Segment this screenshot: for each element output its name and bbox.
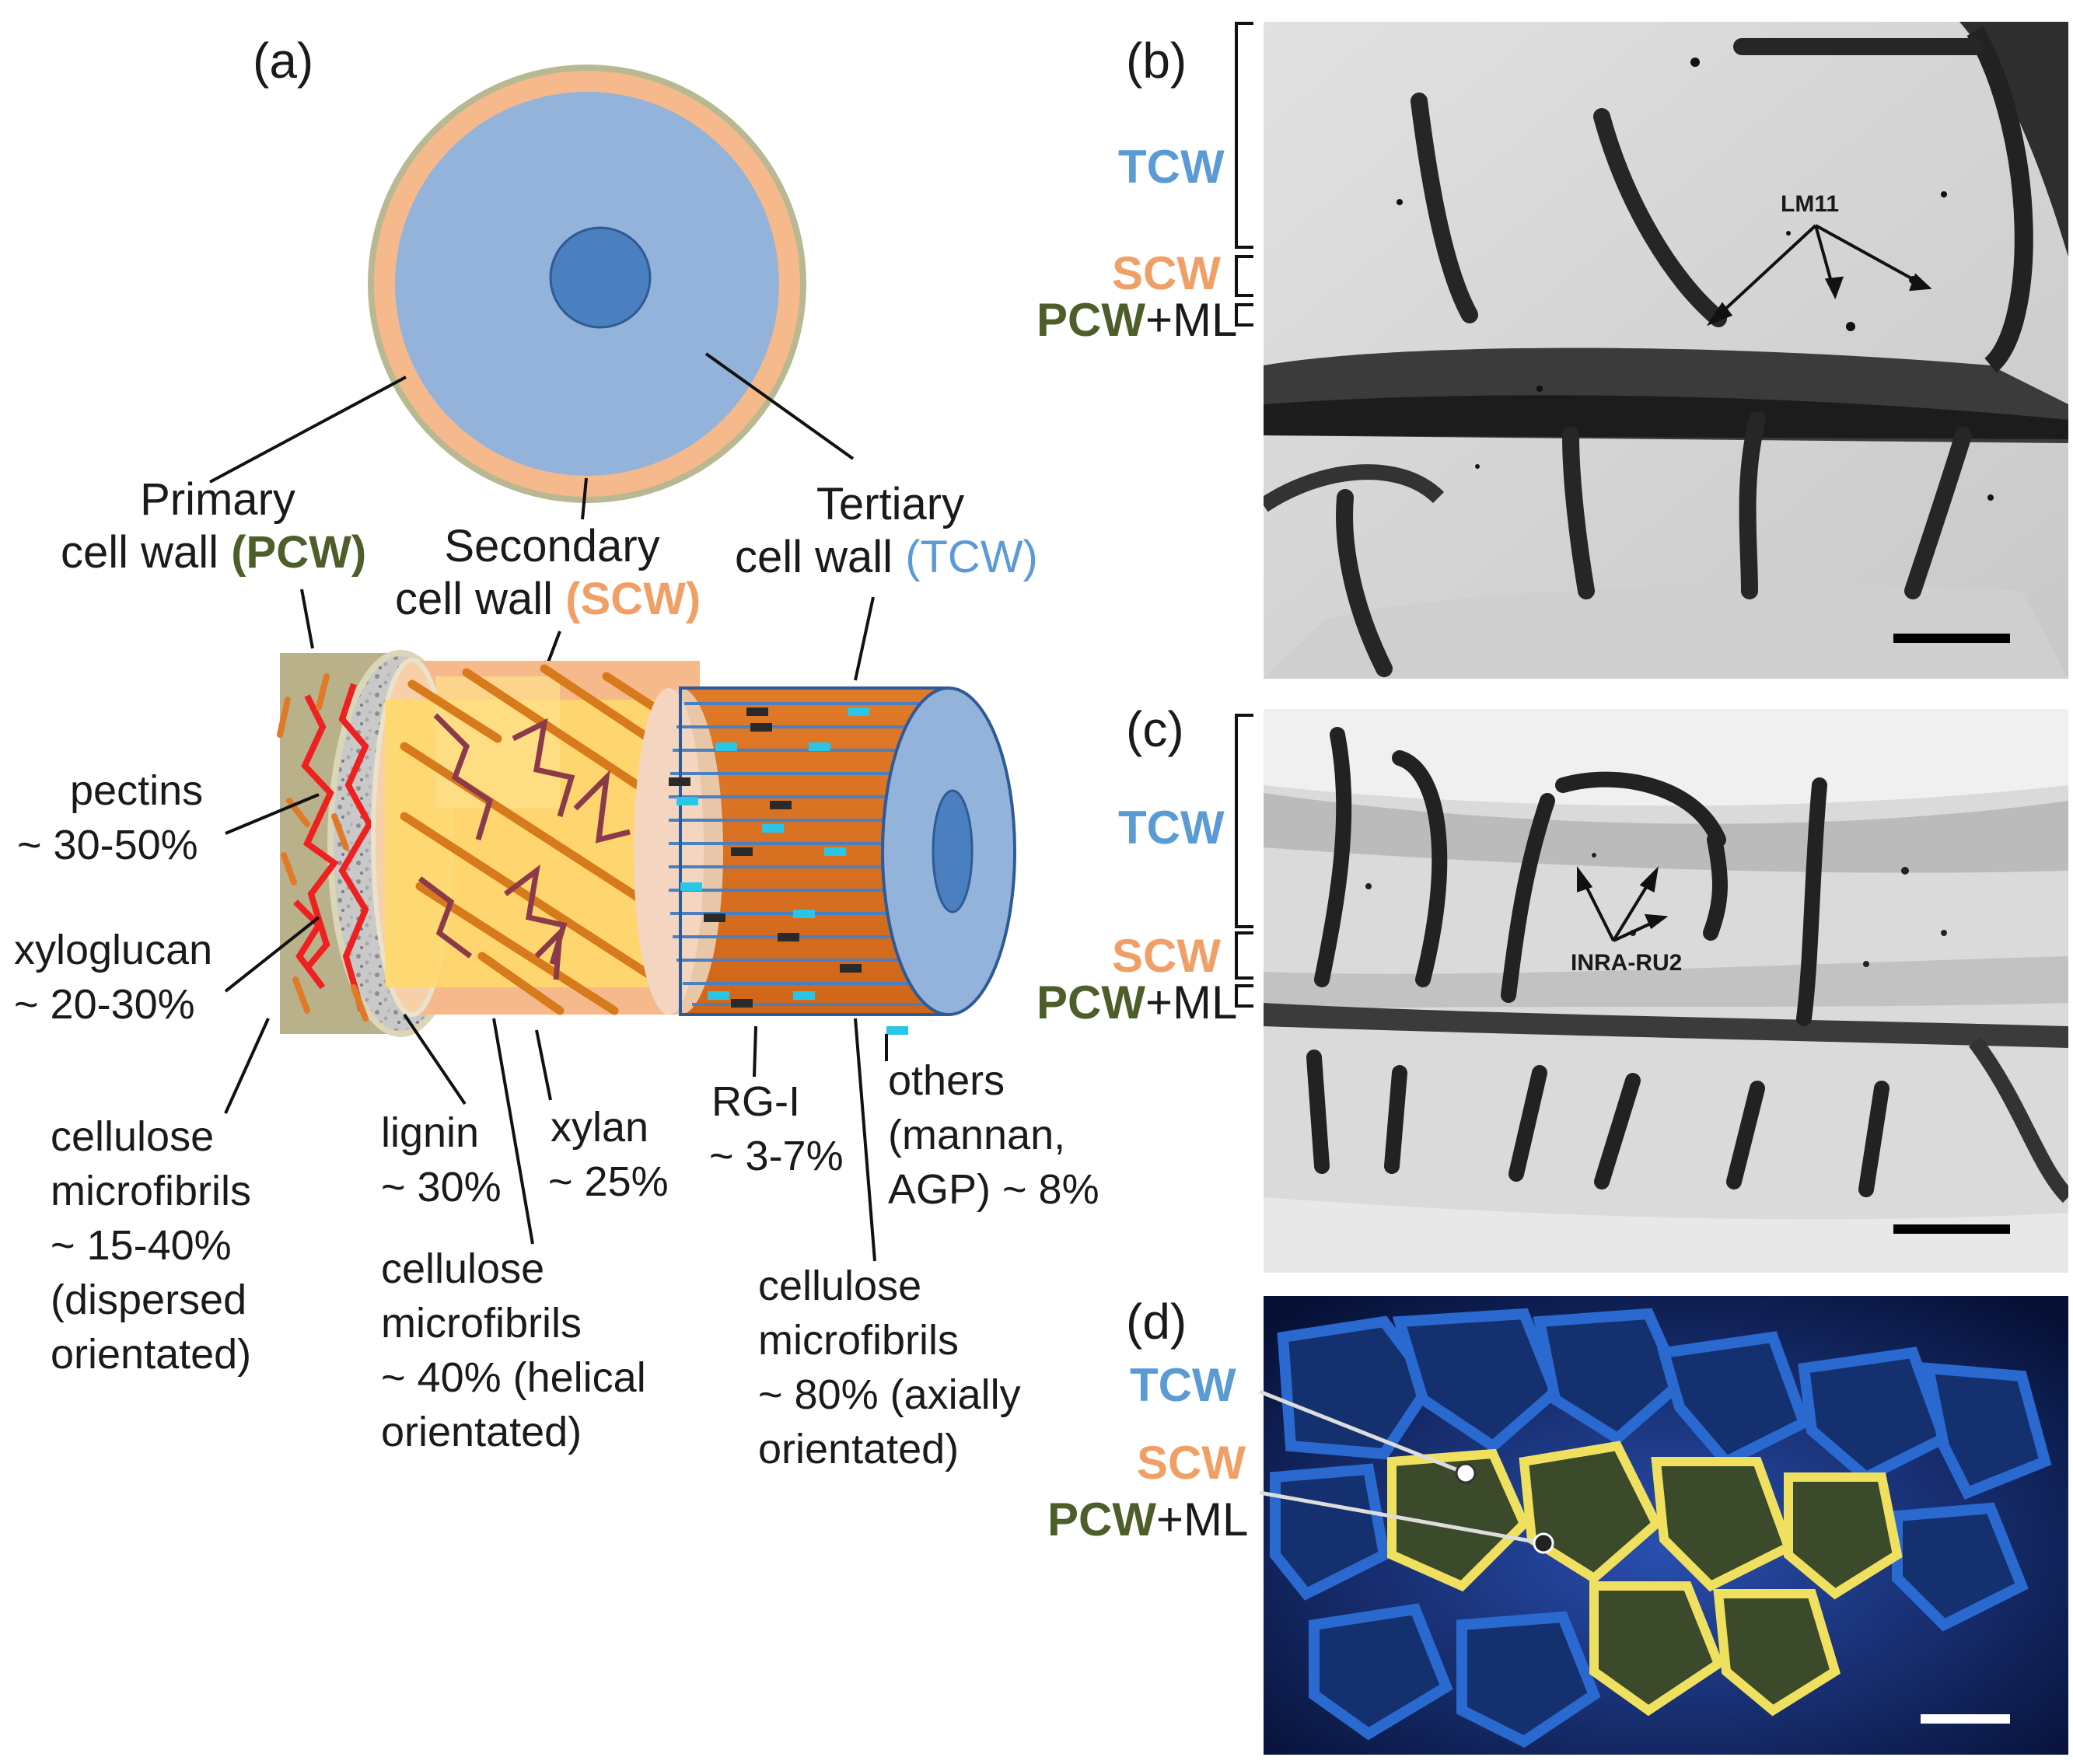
tcw-label-d: TCW [1130,1359,1236,1411]
fluorescence-image-d [1264,1296,2068,1755]
cellulose-pcw-leader [224,1018,270,1114]
label-cellulose-scw: cellulose microfibrils ~ 40% (helical or… [381,1245,646,1455]
label-lignin: lignin ~ 30% [381,1109,502,1210]
svg-text:~ 80% (axially: ~ 80% (axially [758,1371,1021,1418]
lignin-leader [403,1013,467,1106]
panel-label-d: (d) [1126,1294,1187,1350]
scw-label-d: SCW [1137,1437,1246,1489]
micrograph-b [1264,22,2068,679]
svg-text:RG-I: RG-I [711,1078,800,1125]
label-pectins: pectins ~ 30-50% [17,767,203,868]
d-leaders [1259,1389,1554,1554]
scw-label-c: SCW [1112,930,1221,982]
pcw-ml-label-c: PCW+ML [1036,976,1237,1029]
label-rgi: RG-I ~ 3-7% [709,1078,844,1179]
pectin-strand [338,683,373,1012]
label-cellulose-pcw: cellulose microfibrils ~ 15-40% (dispers… [51,1113,251,1378]
pcw-title-leader [300,589,314,649]
svg-text:orientated): orientated) [758,1426,959,1472]
tertiary-wall-title: Tertiary [816,479,964,529]
cell-cross-section [368,65,806,503]
tcw-label-c: TCW [1118,802,1225,854]
pectin-strand [301,694,339,970]
svg-text:microfibrils: microfibrils [381,1300,582,1347]
label-xylan: xylan ~ 25% [548,1104,669,1205]
tcw-bracket-c [1235,714,1253,1008]
panel-label-a: (a) [253,33,313,89]
pcw-leader-line [209,376,407,484]
svg-text:AGP) ~ 8%: AGP) ~ 8% [888,1166,1099,1213]
micrograph-c [1264,709,2068,1273]
svg-text:~ 20-30%: ~ 20-30% [14,981,195,1028]
svg-text:xyloglucan: xyloglucan [14,927,212,973]
cell-wall-cylinder [277,650,1016,1037]
svg-text:~ 30%: ~ 30% [381,1164,502,1210]
tcw-label-b: TCW [1118,141,1225,193]
svg-text:cellulose: cellulose [381,1245,544,1292]
primary-wall-title: Primary [140,474,295,525]
scale-bar-c [1893,1224,2010,1234]
tcw-layer [634,686,1016,1035]
svg-text:cellulose: cellulose [758,1263,921,1309]
panel-label-c: (c) [1126,701,1184,757]
inra-arrows [1577,866,1669,942]
scw-leader-line [581,477,588,520]
svg-text:~ 3-7%: ~ 3-7% [709,1133,844,1179]
svg-text:xylan: xylan [551,1104,648,1151]
svg-text:orientated): orientated) [51,1331,251,1378]
svg-text:~ 30-50%: ~ 30-50% [17,822,198,868]
lm11-label: LM11 [1781,191,1839,217]
svg-text:lignin: lignin [381,1109,479,1156]
svg-text:cellulose: cellulose [51,1113,214,1160]
rgi-leader [753,1025,757,1078]
cellulose-scw-leader [492,1018,534,1245]
svg-text:others: others [888,1057,1005,1104]
svg-text:orientated): orientated) [381,1409,582,1455]
svg-text:~ 15-40%: ~ 15-40% [51,1222,232,1269]
tcw-title-leader [854,596,875,681]
scale-bar-b [1893,634,2010,643]
secondary-wall-subtitle: cell wall (SCW) [395,574,701,624]
primary-wall-subtitle: cell wall (PCW) [61,527,366,578]
tertiary-wall-subtitle: cell wall (TCW) [735,532,1038,582]
svg-text:~ 25%: ~ 25% [548,1158,669,1205]
panel-label-b: (b) [1126,33,1187,89]
svg-text:(mannan,: (mannan, [888,1112,1065,1158]
xylan-leader [535,1029,552,1101]
svg-text:pectins: pectins [70,767,203,814]
pcw-ml-label-d: PCW+ML [1047,1493,1248,1546]
tcw-leader-line [704,352,855,460]
pcw-ml-label-b: PCW+ML [1036,294,1237,346]
label-cellulose-tcw: cellulose microfibrils ~ 80% (axially or… [758,1263,1021,1472]
pectin-strand [293,899,326,990]
lm11-arrows [1706,224,1932,327]
cellulose-tcw-leader [854,1018,876,1262]
secondary-wall-title: Secondary [444,521,659,571]
scale-bar-d [1921,1714,2010,1724]
svg-text:~ 40% (helical: ~ 40% (helical [381,1354,646,1401]
pectins-leader [225,793,320,835]
label-xyloglucan: xyloglucan ~ 20-30% [14,927,212,1028]
inra-label: INRA-RU2 [1571,950,1682,976]
tcw-bracket-b [1235,22,1253,327]
svg-text:microfibrils: microfibrils [51,1168,251,1214]
svg-text:(dispersed: (dispersed [51,1277,246,1323]
xyloglucan-leader [224,916,320,993]
scw-label-b: SCW [1112,247,1221,299]
svg-text:microfibrils: microfibrils [758,1317,959,1364]
label-others: others (mannan, AGP) ~ 8% [888,1057,1099,1213]
